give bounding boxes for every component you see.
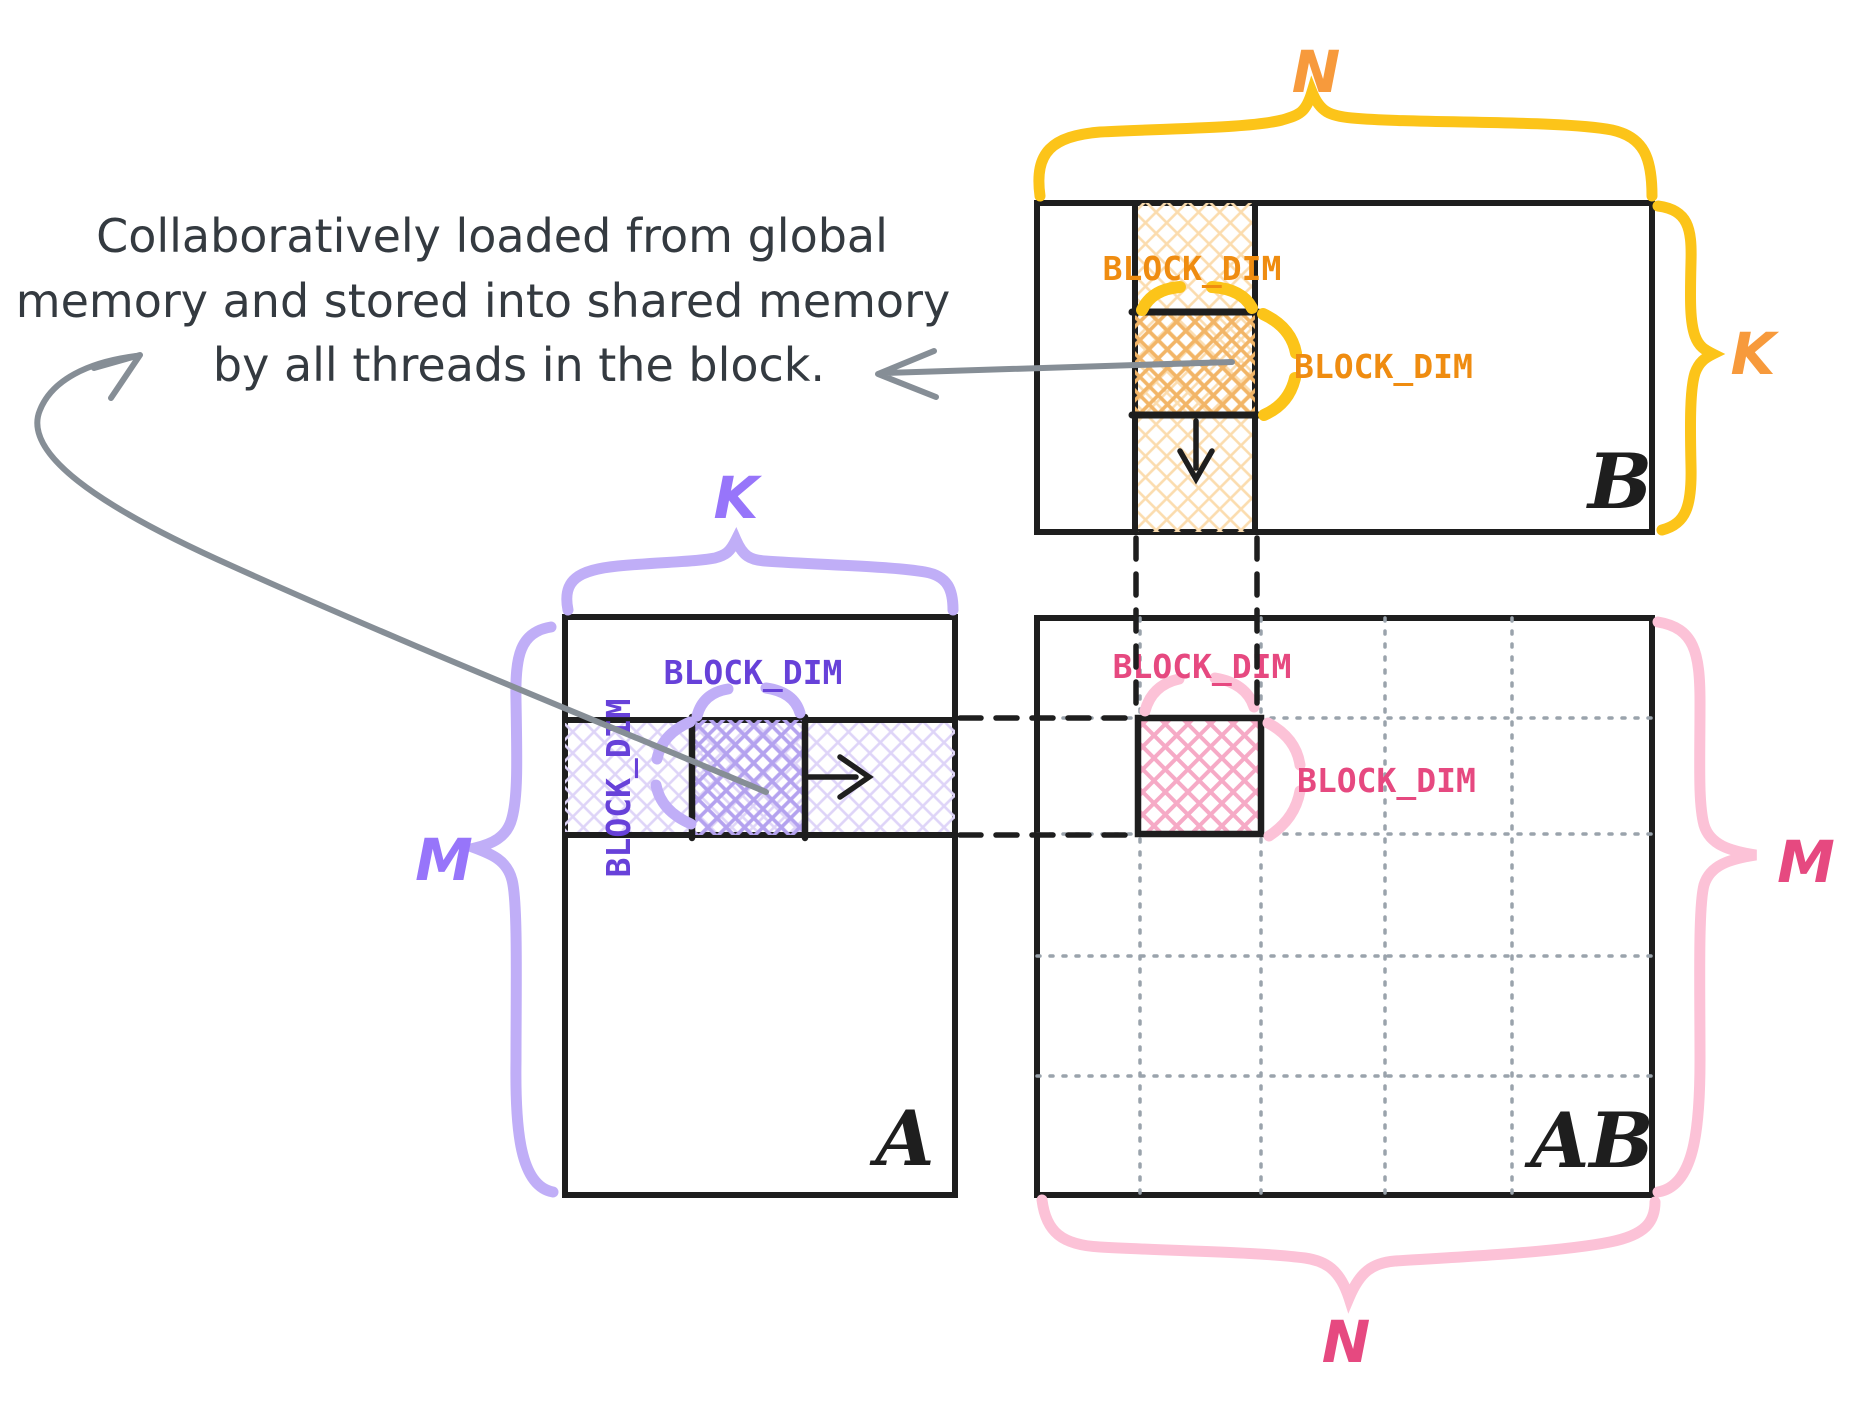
matrix-b-dim-k-label: K xyxy=(1731,320,1780,388)
matrix-a-name-label: A xyxy=(870,1094,935,1183)
matrix-ab-bottom-brace xyxy=(1036,1194,1661,1314)
matrix-b-tile-borders xyxy=(1128,308,1262,419)
matrix-ab-tile-arc-right-upper xyxy=(1262,717,1306,771)
annotation-block: Collaboratively loaded from global memor… xyxy=(16,209,950,392)
matrix-a-tile-arc-topright xyxy=(760,682,806,719)
matrix-ab-right-brace xyxy=(1652,616,1757,1198)
matrix-a-dim-m-label: M xyxy=(415,826,473,894)
matrix-ab-tile-arc-topleft xyxy=(1139,673,1185,717)
annotation-arrows xyxy=(34,348,1235,795)
matrix-a-slide-right-arrow xyxy=(803,754,874,800)
annotation-line-2: memory and stored into shared memory xyxy=(16,274,950,328)
annotation-line-3: by all threads in the block. xyxy=(213,338,825,392)
matrix-b-block-dim-top-label: BLOCK_DIM xyxy=(1103,249,1282,288)
matrix-a: BLOCK_DIM BLOCK_DIM A K M xyxy=(415,464,959,1198)
matrix-a-tile-arc-left-lower xyxy=(650,779,697,830)
matrix-a-left-brace xyxy=(456,621,559,1198)
matrix-ab-block-dim-right-label: BLOCK_DIM xyxy=(1297,761,1476,800)
arrow-b-tile-to-text xyxy=(875,348,1235,400)
matrix-b-tile-arc-topleft xyxy=(1136,281,1186,316)
matrix-b-right-brace xyxy=(1652,200,1726,536)
matrix-b-slide-down-arrow xyxy=(1177,418,1215,485)
arrow-a-tile-to-text-head xyxy=(91,352,143,401)
matrix-ab-block-dim-top-label: BLOCK_DIM xyxy=(1113,647,1292,686)
matrix-b-block-dim-right-label: BLOCK_DIM xyxy=(1294,347,1473,386)
matrix-b-tile-arc-right-upper xyxy=(1257,308,1302,359)
annotation-line-1: Collaboratively loaded from global xyxy=(96,209,888,263)
matrix-a-top-brace xyxy=(561,527,959,616)
matrix-a-block-dim-top-label: BLOCK_DIM xyxy=(664,653,843,692)
projection-lines xyxy=(957,535,1260,838)
matrix-b: BLOCK_DIM BLOCK_DIM B N K xyxy=(1033,38,1780,536)
matrix-ab-dim-n-label: N xyxy=(1322,1308,1371,1376)
matrix-ab-tile-arc-topright xyxy=(1209,672,1260,713)
matrix-ab-dim-m-label: M xyxy=(1777,828,1835,896)
matrix-a-dim-k-label: K xyxy=(714,464,763,532)
matrix-ab-name-label: AB xyxy=(1524,1096,1653,1185)
matrix-ab-tile-grid xyxy=(1035,616,1654,1197)
matrix-ab: BLOCK_DIM BLOCK_DIM AB M N xyxy=(1034,615,1835,1376)
matrix-a-shared-tile xyxy=(692,720,805,835)
matrix-a-outline xyxy=(562,614,958,1198)
matrix-b-top-brace xyxy=(1033,75,1658,202)
matrix-b-tile-arc-right-lower xyxy=(1258,372,1301,421)
matrix-b-dim-n-label: N xyxy=(1292,38,1341,106)
matrix-ab-tile-arc-right-lower xyxy=(1263,785,1306,842)
matrix-a-tile-arc-topleft xyxy=(691,683,734,722)
matrix-b-tile-arc-topright xyxy=(1206,281,1258,314)
matrix-a-tile-arc-left-upper xyxy=(651,716,696,765)
matrix-b-name-label: B xyxy=(1586,437,1652,526)
matrix-ab-output-tile xyxy=(1134,714,1265,838)
arrow-a-tile-to-text xyxy=(34,353,769,795)
